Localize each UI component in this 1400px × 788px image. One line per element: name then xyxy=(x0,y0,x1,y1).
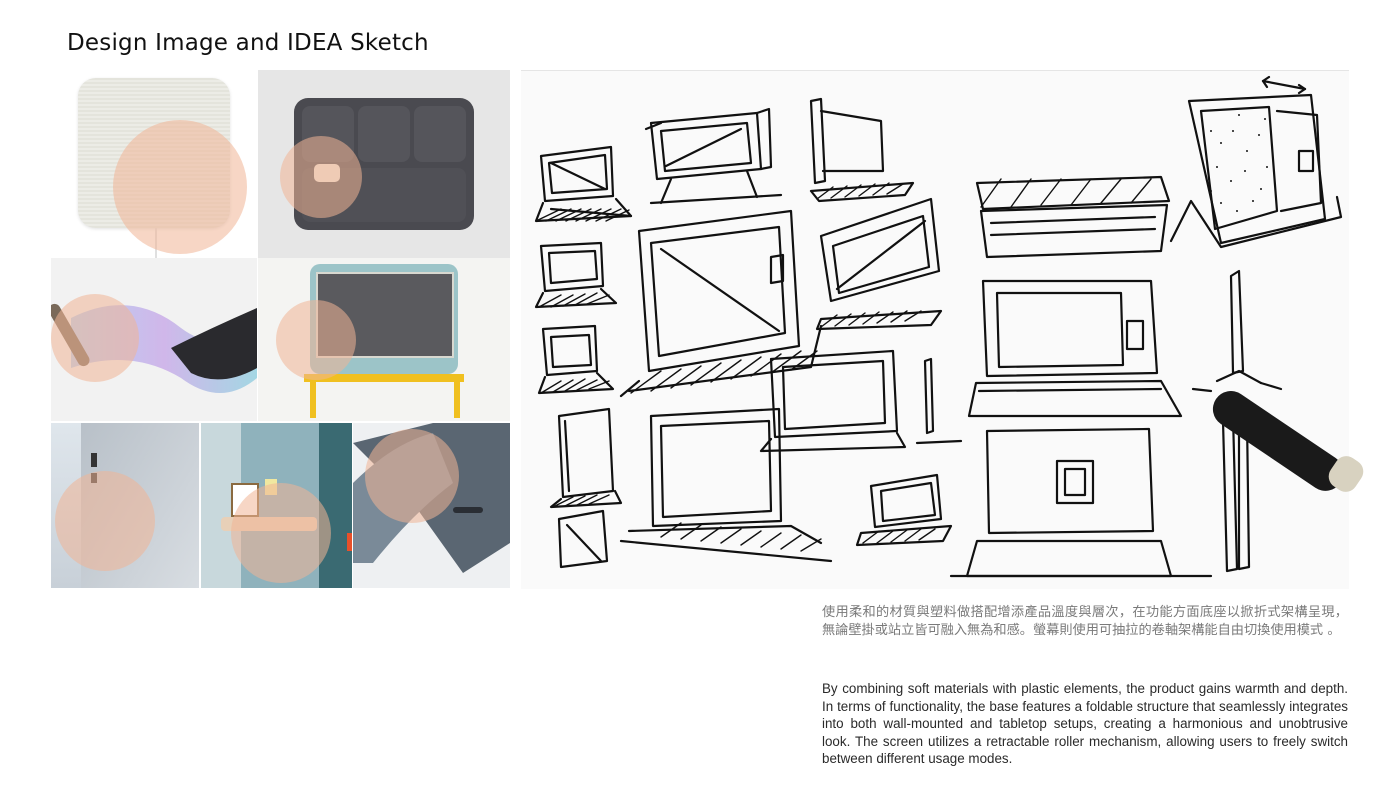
idea-sketch xyxy=(521,70,1368,589)
highlight-circle xyxy=(280,136,362,218)
felt-organizer-case-photo xyxy=(258,70,510,258)
highlight-circle xyxy=(231,483,331,583)
retro-monitor-yellow-stand-photo xyxy=(258,258,510,421)
flexible-screen-roll-photo xyxy=(51,258,257,421)
sketch-drawing-svg xyxy=(534,75,1343,578)
highlight-circle xyxy=(276,300,356,380)
tablet-kickstand-photo xyxy=(51,423,199,588)
highlight-circle xyxy=(51,294,139,382)
highlight-circle xyxy=(55,471,155,571)
description-english: By combining soft materials with plastic… xyxy=(822,681,1348,767)
folding-cover-hinge-photo xyxy=(353,423,510,588)
wall-shelf-panel-photo xyxy=(201,423,352,588)
highlight-circle xyxy=(113,120,247,254)
description-chinese: 使用柔和的材質與塑料做搭配增添產品溫度與層次，在功能方面底座以掀折式架構呈現，無… xyxy=(822,605,1348,638)
highlight-circle xyxy=(365,429,459,523)
page-title: Design Image and IDEA Sketch xyxy=(67,30,429,56)
fabric-speaker-photo xyxy=(51,70,257,258)
